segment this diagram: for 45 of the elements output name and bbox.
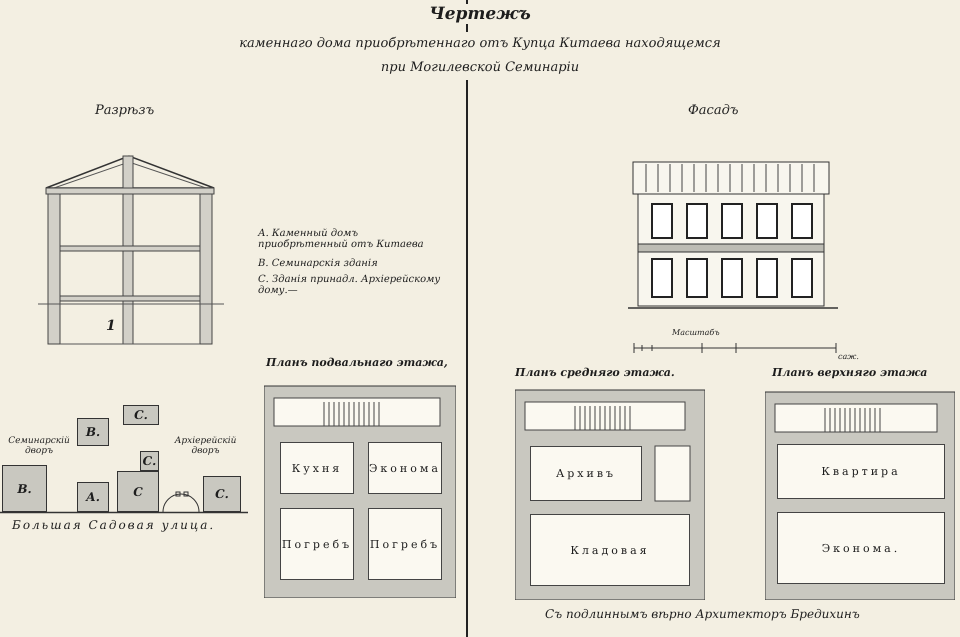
room-label: Кухня — [292, 462, 342, 474]
block-letter: С. — [215, 487, 229, 501]
section-number: 1 — [106, 318, 116, 334]
block-letter: С — [133, 484, 143, 498]
building-block — [123, 405, 159, 425]
facade-title: Фасадъ — [688, 103, 738, 118]
room-outline — [530, 514, 690, 586]
block-letter: В. — [86, 425, 100, 439]
block-letter: А. — [86, 490, 100, 504]
room-outline — [280, 508, 354, 580]
building-block — [117, 471, 159, 512]
building-block — [77, 418, 109, 446]
room-outline — [530, 446, 642, 501]
scale-label: саж. — [838, 352, 859, 361]
legend-note: А. Каменный домъ приобрѣтенный отъ Китаева — [258, 228, 425, 250]
legend-note: С. Зданія принадл. Архіерейскому дому.— — [258, 274, 442, 296]
signature-note: Съ подлиннымъ вѣрно Архитекторъ Бредихинъ — [545, 607, 860, 621]
room-label: Погребъ — [282, 538, 352, 550]
street-label: Большая Садовая улица. — [12, 518, 216, 532]
room-outline — [280, 442, 354, 494]
room-label: Погребъ — [370, 538, 440, 550]
block-letter: С. — [134, 408, 148, 422]
room-label: Архивъ — [556, 467, 616, 480]
building-block — [77, 482, 109, 512]
room-label: Квартира — [821, 465, 901, 478]
plan-title: Планъ средняго этажа. — [515, 366, 675, 379]
building-block — [203, 476, 241, 512]
block-letter: С. — [142, 454, 156, 468]
room-label: Кладовая — [570, 544, 650, 556]
building-block — [2, 465, 47, 512]
scale-label: Масштабъ — [672, 328, 720, 337]
yard-label: Архіерейскій дворъ — [173, 436, 238, 456]
plan-title: Планъ подвальнаго этажа, — [266, 356, 448, 369]
room-label: Эконома. — [822, 542, 900, 554]
plan-title: Планъ верхняго этажа — [772, 366, 928, 379]
block-letter: В. — [17, 482, 32, 496]
room-outline — [368, 508, 442, 580]
section-title: Разрѣзъ — [95, 103, 154, 118]
room-outline — [368, 442, 442, 494]
building-block — [140, 451, 159, 471]
yard-label: Семинарскій дворъ — [7, 436, 71, 456]
room-outline — [777, 444, 945, 499]
room-outline — [777, 512, 945, 584]
room-label: Эконома — [369, 462, 441, 474]
legend-note: В. Семинарскія зданія — [258, 258, 378, 269]
